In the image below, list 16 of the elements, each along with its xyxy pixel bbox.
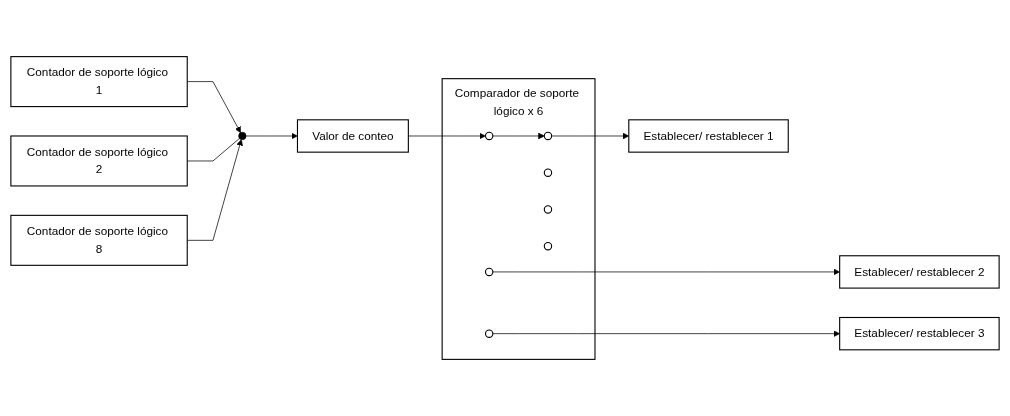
node-circle xyxy=(484,131,494,141)
node-circle xyxy=(238,131,247,141)
node-circle xyxy=(543,205,553,214)
node-box: Establecer/ restablecer 1 xyxy=(628,119,789,153)
node-circle xyxy=(484,267,494,277)
node-circle xyxy=(543,242,553,251)
node-box: Contador de soporte lógico 8 xyxy=(10,214,188,266)
node-box: Establecer/ restablecer 2 xyxy=(839,255,1000,289)
node-box: Valor de conteo xyxy=(296,119,409,153)
node-box: Contador de soporte lógico 2 xyxy=(10,135,188,187)
node-circle xyxy=(543,131,553,141)
node-box: Contador de soporte lógico 1 xyxy=(10,56,188,108)
node-circle xyxy=(543,168,553,177)
node-circle xyxy=(484,329,494,338)
node-box: Establecer/ restablecer 3 xyxy=(839,316,1000,351)
cluster: Comparador de soporte lógico x 6 xyxy=(441,78,596,360)
